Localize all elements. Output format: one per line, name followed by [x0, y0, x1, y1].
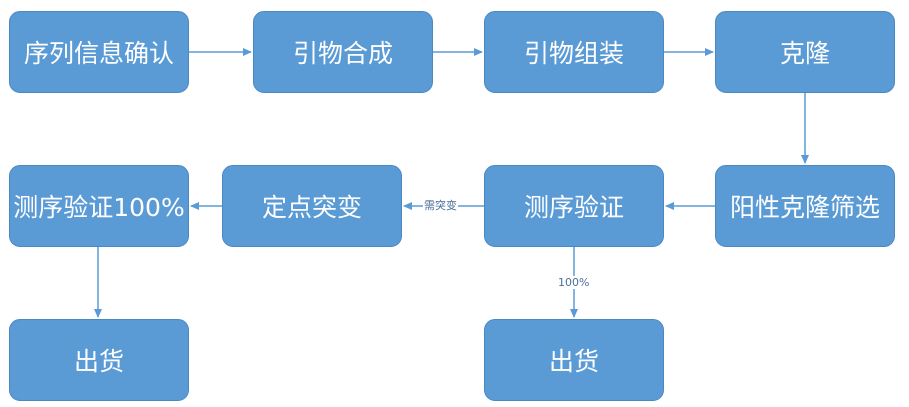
node-cloning: 克隆	[715, 11, 895, 93]
edge-label-100-percent: 100%	[557, 276, 591, 289]
node-sequencing-verify-100: 测序验证100%	[9, 165, 189, 247]
node-sequence-confirm: 序列信息确认	[9, 11, 189, 93]
node-primer-assembly: 引物组装	[484, 11, 664, 93]
node-positive-screening: 阳性克隆筛选	[715, 165, 895, 247]
node-primer-synthesis: 引物合成	[253, 11, 433, 93]
node-site-mutagenesis: 定点突变	[222, 165, 402, 247]
edge-label-need-mutation: 需突变	[423, 199, 458, 212]
node-sequencing-verify: 测序验证	[484, 165, 664, 247]
node-ship-left: 出货	[9, 319, 189, 401]
node-ship-right: 出货	[484, 319, 664, 401]
